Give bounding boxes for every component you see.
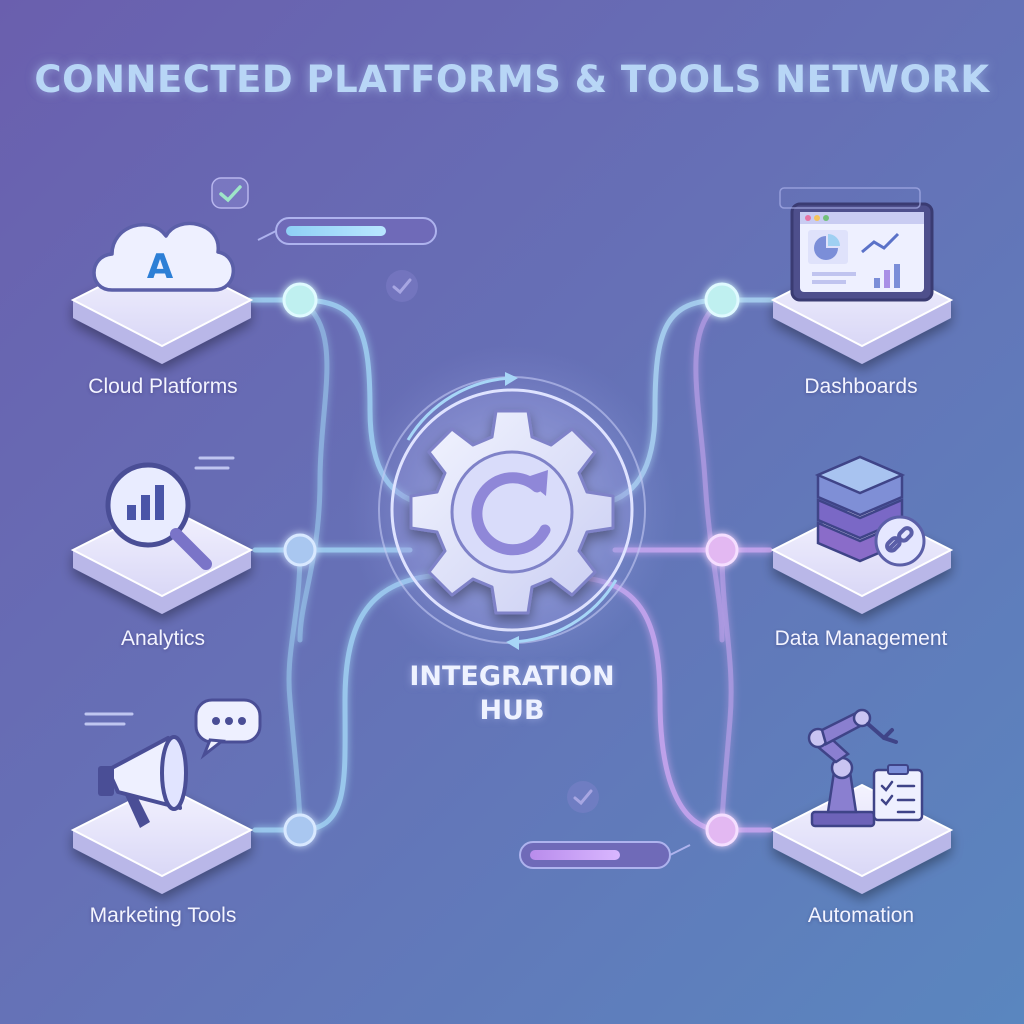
integration-hub bbox=[347, 345, 677, 675]
node-label-automation: Automation bbox=[807, 904, 915, 927]
link-cloud-analytics bbox=[297, 297, 330, 643]
link-analytics-marketing bbox=[286, 547, 303, 833]
check-badge-icon bbox=[567, 781, 599, 813]
link-data-automation bbox=[719, 547, 734, 833]
check-badge-icon bbox=[211, 177, 249, 209]
connector-node-automation bbox=[705, 813, 739, 847]
progress-bar-top bbox=[257, 217, 437, 245]
progress-fill-top bbox=[286, 226, 386, 236]
robot-arm-icon bbox=[807, 708, 924, 828]
refresh-icon bbox=[471, 470, 551, 556]
gear-icon bbox=[409, 409, 615, 615]
magnifier-chart-icon bbox=[105, 456, 235, 570]
window-frame-icon bbox=[779, 187, 921, 209]
node-label-analytics: Analytics bbox=[120, 627, 206, 650]
connector-node-marketing bbox=[283, 813, 317, 847]
connector-node-cloud bbox=[282, 282, 318, 318]
dashboard-screen-icon bbox=[790, 202, 934, 302]
progress-bar-bottom bbox=[519, 841, 691, 869]
node-label-cloud: Cloud Platforms bbox=[88, 375, 238, 398]
node-label-marketing: Marketing Tools bbox=[89, 904, 237, 927]
hub-label-line2: HUB bbox=[479, 695, 545, 726]
progress-fill-bottom bbox=[530, 850, 620, 860]
connection-lines bbox=[247, 297, 778, 833]
node-label-dashboards: Dashboards bbox=[804, 375, 918, 398]
megaphone-icon bbox=[84, 698, 262, 828]
connector-node-analytics bbox=[283, 533, 317, 567]
connector-node-dashboards bbox=[704, 282, 740, 318]
platform-automation bbox=[770, 783, 954, 894]
database-link-icon bbox=[814, 455, 926, 567]
cloud-badge-letter: A bbox=[147, 247, 174, 287]
link-dashboards-data bbox=[693, 297, 725, 643]
connector-node-data bbox=[705, 533, 739, 567]
hub-label: INTEGRATION HUB bbox=[392, 660, 632, 728]
node-label-data: Data Management bbox=[774, 627, 948, 650]
orbit-arrow-top bbox=[406, 376, 513, 441]
hub-label-line1: INTEGRATION bbox=[409, 661, 615, 692]
orbit-arrow-bottom bbox=[511, 579, 618, 644]
check-badge-icon bbox=[386, 270, 418, 302]
connector-nodes bbox=[282, 282, 740, 847]
page-title: CONNECTED PLATFORMS & TOOLS NETWORK bbox=[34, 58, 990, 101]
cloud-icon: A bbox=[92, 221, 236, 292]
